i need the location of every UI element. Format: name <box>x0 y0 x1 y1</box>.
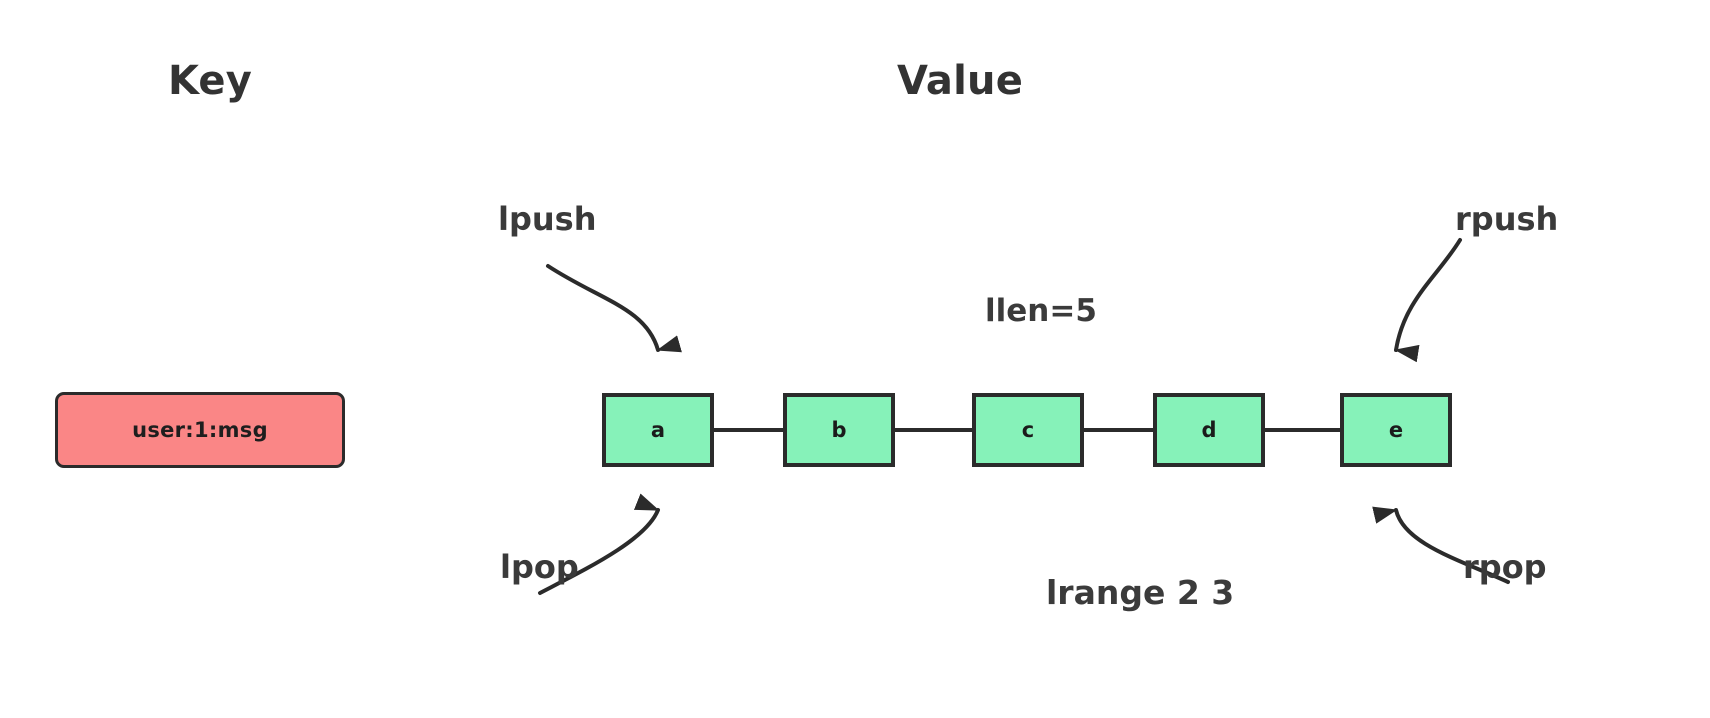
lpop-label: lpop <box>500 548 579 586</box>
list-connector <box>1264 428 1341 432</box>
lpush-label: lpush <box>498 200 597 238</box>
list-node: a <box>602 393 714 467</box>
list-node-label: e <box>1388 418 1404 442</box>
rpush-label: rpush <box>1455 200 1559 238</box>
list-node: b <box>783 393 895 467</box>
value-column-heading: Value <box>896 58 1024 104</box>
list-node: c <box>972 393 1084 467</box>
key-column-heading: Key <box>167 58 253 104</box>
list-connector <box>894 428 973 432</box>
lpush-arrow <box>546 264 682 353</box>
rpop-label: rpop <box>1463 548 1547 586</box>
list-node-label: d <box>1201 418 1217 442</box>
llen-label: llen=5 <box>985 293 1097 329</box>
list-node: e <box>1340 393 1452 467</box>
list-node: d <box>1153 393 1265 467</box>
list-node-label: a <box>650 418 666 442</box>
list-node-label: b <box>831 418 847 442</box>
list-connector <box>1083 428 1154 432</box>
list-connector <box>713 428 784 432</box>
list-node-label: c <box>1021 418 1035 442</box>
key-box-label: user:1:msg <box>132 418 268 442</box>
rpush-arrow <box>1394 238 1462 363</box>
lrange-label: lrange 2 3 <box>1046 573 1235 612</box>
key-box: user:1:msg <box>55 392 345 468</box>
